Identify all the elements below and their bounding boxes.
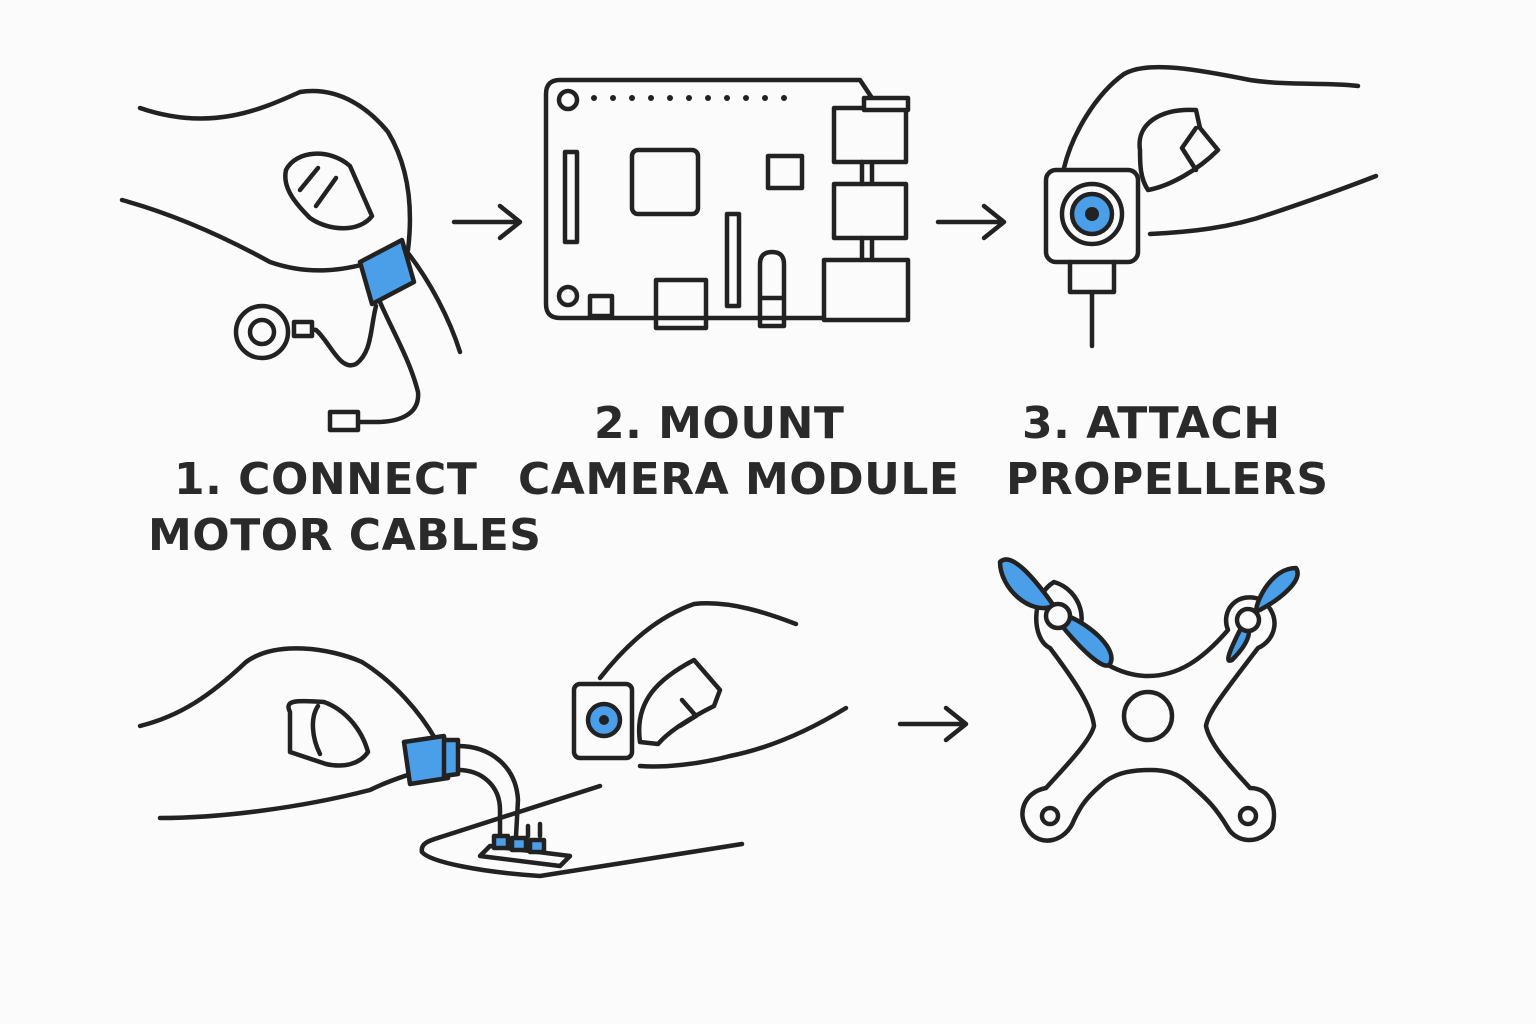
step-2-title: 2. MOUNT bbox=[594, 398, 845, 449]
hand-connecting-cable-illustration bbox=[119, 88, 463, 433]
quadcopter-frame-illustration bbox=[997, 557, 1300, 843]
step-2-label: 2. MOUNT CAMERA MODULE bbox=[518, 396, 959, 508]
propeller-icon bbox=[997, 557, 1114, 668]
hand-holding-camera-small-illustration bbox=[571, 601, 849, 769]
propeller-icon bbox=[1226, 565, 1300, 663]
step-3-subtitle: PROPELLERS bbox=[1006, 454, 1329, 505]
step-1-label: 1. CONNECT MOTOR CABLES bbox=[148, 452, 541, 564]
step-3-label: 3. ATTACH PROPELLERS bbox=[1006, 396, 1329, 508]
circuit-board-illustration bbox=[543, 77, 911, 331]
step-3-title: 3. ATTACH bbox=[1022, 398, 1281, 449]
step-1-title: 1. CONNECT bbox=[174, 454, 478, 505]
arrow-icon-3 bbox=[897, 705, 969, 743]
step-2-subtitle: CAMERA MODULE bbox=[518, 454, 960, 505]
arrow-icon-1 bbox=[451, 203, 523, 241]
gpio-pin-row bbox=[591, 95, 787, 101]
hand-holding-camera-illustration bbox=[1043, 64, 1379, 349]
arrow-icon-2 bbox=[935, 203, 1007, 241]
step-1-subtitle: MOTOR CABLES bbox=[148, 510, 542, 561]
hand-plugging-connector-illustration bbox=[137, 646, 745, 879]
